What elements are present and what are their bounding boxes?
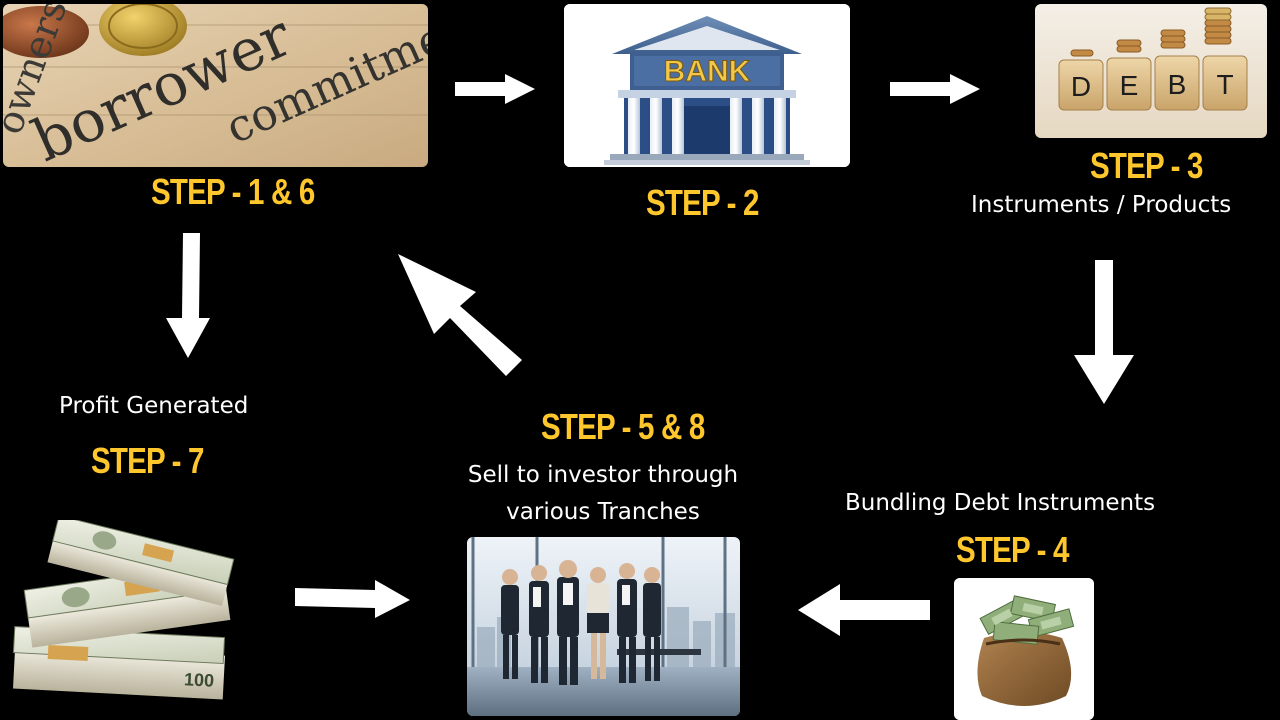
arrow-step1-to-step2 xyxy=(455,74,535,104)
arrow-step3-to-step4 xyxy=(1074,260,1134,404)
money-sack-image xyxy=(954,578,1094,720)
bank-sign-text: BANK xyxy=(664,55,751,88)
arrow-step7-to-step5 xyxy=(295,580,410,618)
bank-building-image: BANK xyxy=(564,4,850,167)
arrow-step2-to-step3 xyxy=(890,74,980,104)
bill-denomination: 100 xyxy=(183,669,214,691)
arrow-step5-to-step1 xyxy=(398,254,522,376)
business-team-image xyxy=(467,537,740,716)
step-4-caption: Bundling Debt Instruments xyxy=(845,490,1156,516)
debt-blocks-image: D E B T xyxy=(1035,4,1267,138)
arrow-step1-to-step7 xyxy=(166,233,210,358)
step-5-caption-line-2: various Tranches xyxy=(506,499,700,525)
step-3-label: STEP - 3 xyxy=(1090,145,1203,186)
borrower-document-image: owners borrower commitmen xyxy=(3,4,428,167)
arrow-step4-to-step5 xyxy=(798,584,930,636)
step-4-label: STEP - 4 xyxy=(956,529,1069,570)
debt-block-b: B xyxy=(1168,69,1187,100)
step-5-caption-line-1: Sell to investor through xyxy=(467,462,739,488)
step-5-caption: Sell to investor through various Tranche… xyxy=(443,457,763,531)
step-2-label: STEP - 2 xyxy=(646,182,759,223)
step-7-label: STEP - 7 xyxy=(91,440,204,481)
step-5-8-label: STEP - 5 & 8 xyxy=(541,406,705,447)
cash-stacks-image: 100 xyxy=(8,520,258,710)
debt-block-e: E xyxy=(1120,70,1139,101)
debt-block-t: T xyxy=(1216,69,1233,100)
step-1-6-label: STEP - 1 & 6 xyxy=(151,171,315,212)
debt-block-d: D xyxy=(1071,71,1091,102)
step-7-caption: Profit Generated xyxy=(59,393,249,419)
step-3-caption: Instruments / Products xyxy=(971,192,1232,218)
